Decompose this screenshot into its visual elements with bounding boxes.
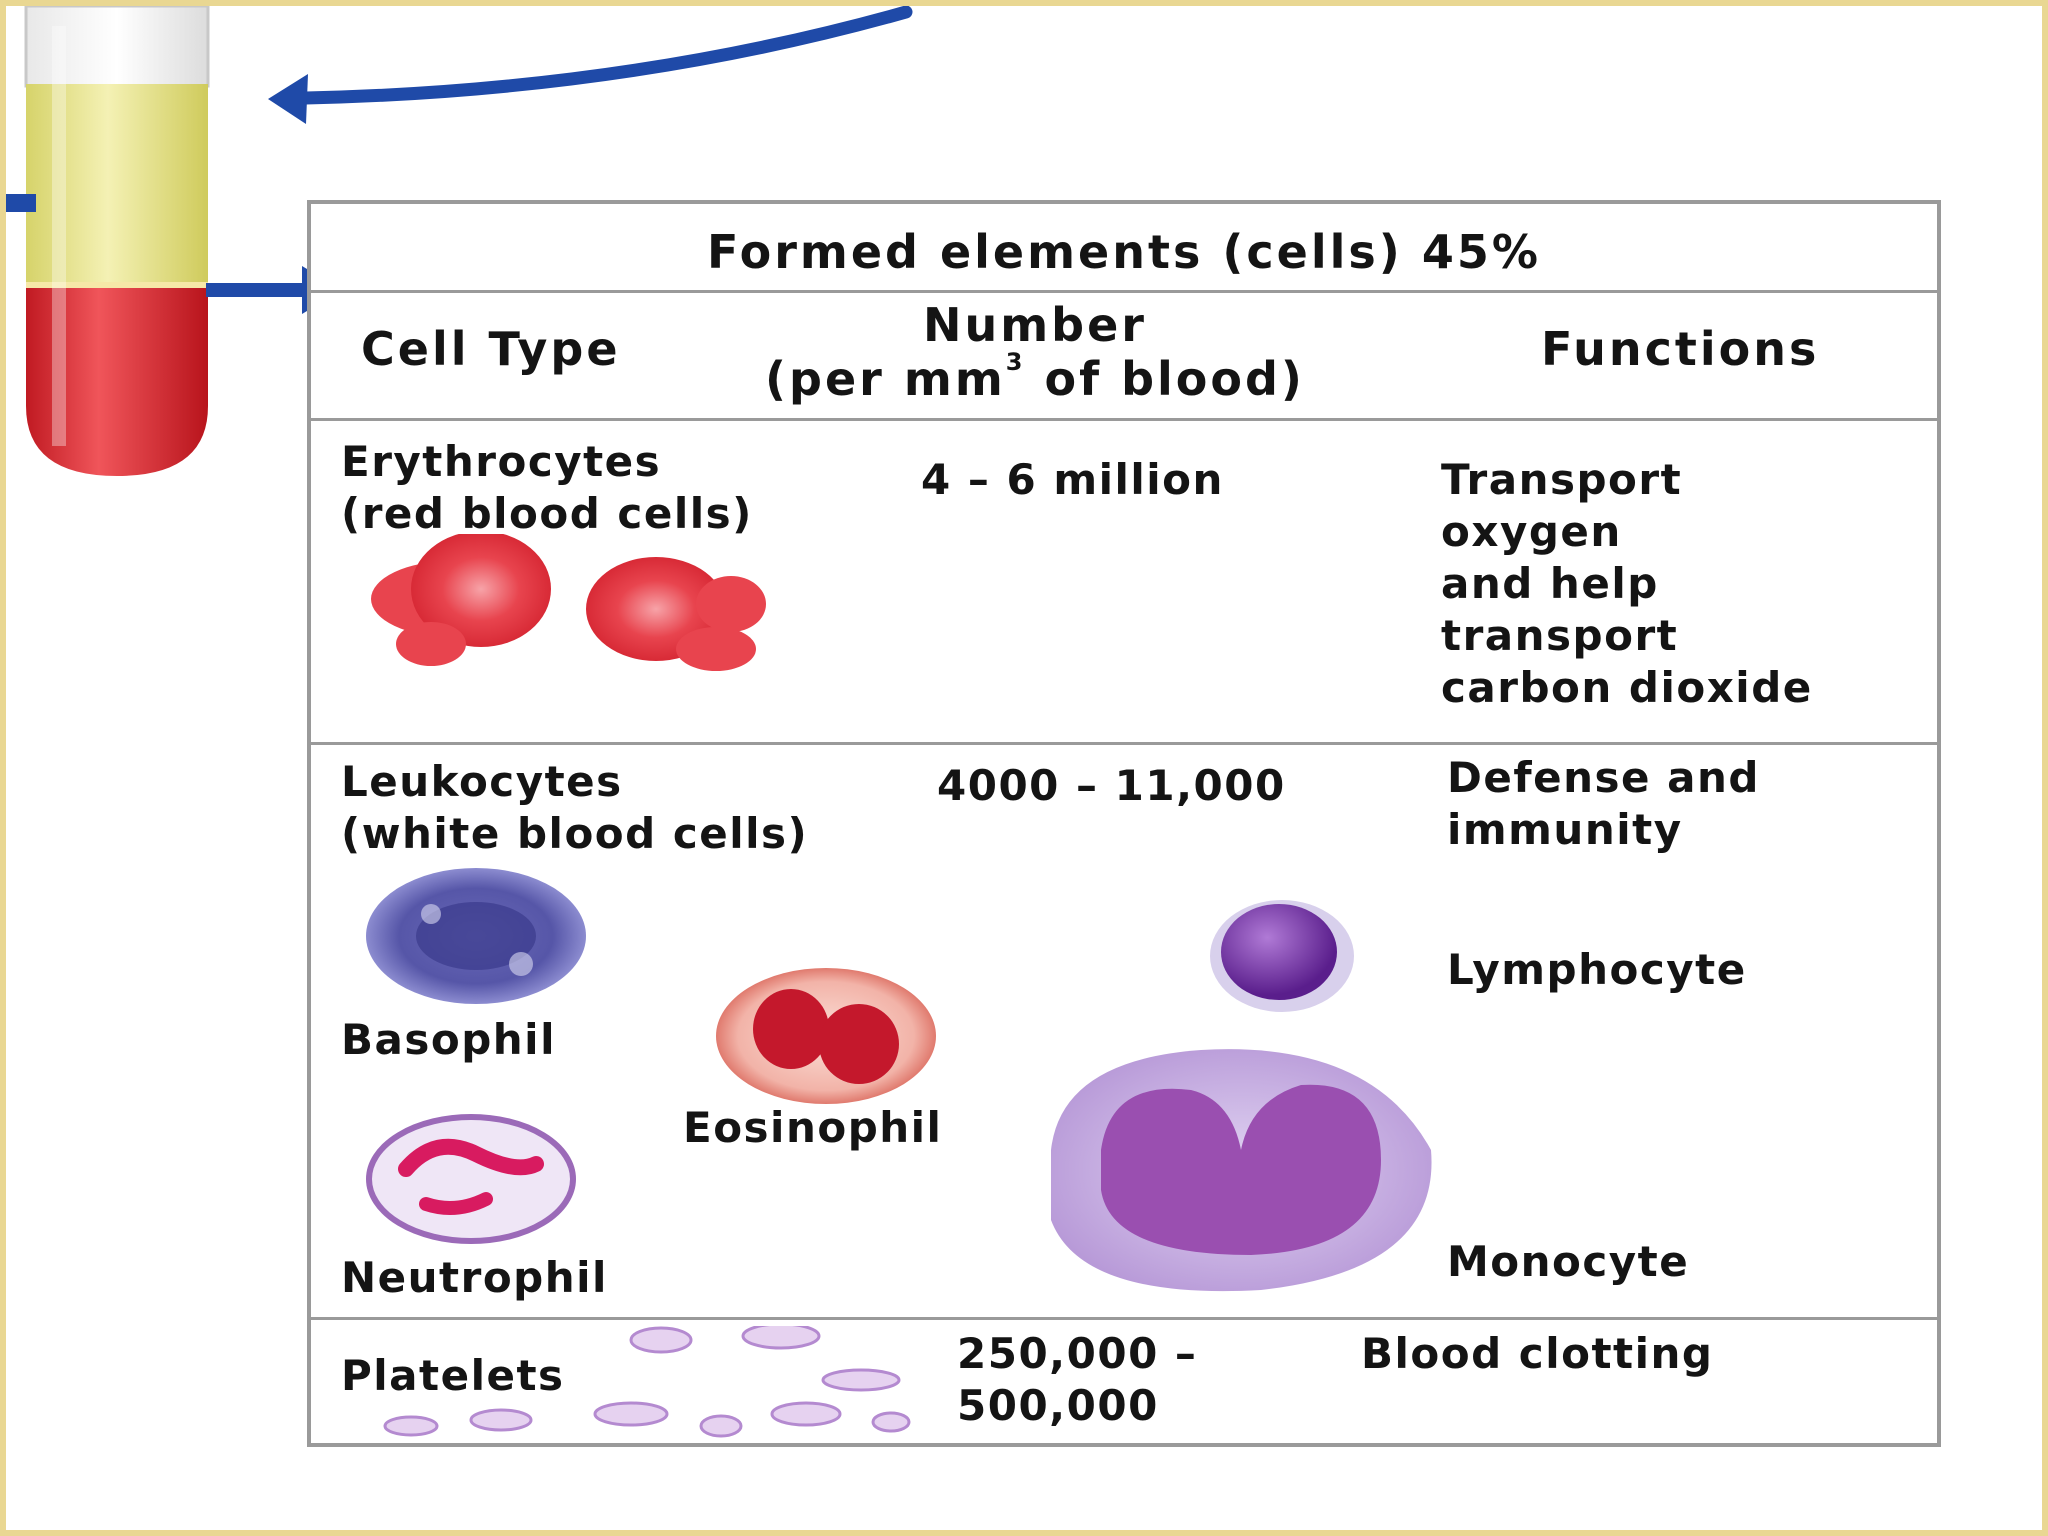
- neutrophil-label: Neutrophil: [341, 1253, 608, 1302]
- eosinophil-illustration: [716, 968, 936, 1104]
- erythrocytes-name: Erythrocytes (red blood cells): [341, 437, 753, 538]
- test-tube: [24, 6, 210, 476]
- erythrocytes-number: 4 – 6 million: [921, 455, 1224, 504]
- neutrophil-illustration: [366, 1114, 576, 1244]
- number-header-line1: Number: [923, 298, 1147, 352]
- plasma-layer: [26, 84, 208, 284]
- slide: Formed elements (cells) 45% Cell Type Nu…: [6, 6, 2042, 1530]
- monocyte-label: Monocyte: [1447, 1237, 1690, 1286]
- red-blood-cells-illustration: [371, 534, 766, 671]
- leukocytes-function: Defense and immunity: [1447, 753, 1760, 854]
- number-header-line2: (per mm3 of blood): [765, 348, 1305, 406]
- blood-cell-layer: [26, 284, 208, 476]
- lymphocyte-label: Lymphocyte: [1447, 945, 1747, 994]
- eosinophil-label: Eosinophil: [683, 1103, 943, 1152]
- platelets-name: Platelets: [341, 1351, 565, 1400]
- table-title: Formed elements (cells) 45%: [707, 225, 1541, 279]
- basophil-label: Basophil: [341, 1015, 556, 1064]
- arrow-to-plasma: [268, 6, 913, 124]
- divider: [311, 1317, 1937, 1320]
- divider: [311, 290, 1937, 293]
- monocyte-illustration: [1051, 1049, 1432, 1292]
- leukocytes-number: 4000 – 11,000: [937, 761, 1286, 810]
- platelets-function: Blood clotting: [1361, 1329, 1714, 1378]
- divider: [311, 742, 1937, 745]
- column-header-functions: Functions: [1541, 322, 1820, 376]
- lymphocyte-illustration: [1210, 900, 1354, 1012]
- blood-tube-illustration: [6, 6, 913, 476]
- column-header-number: Number (per mm3 of blood): [735, 298, 1335, 406]
- basophil-illustration: [366, 868, 586, 1004]
- platelets-number: 250,000 – 500,000: [957, 1329, 1198, 1430]
- left-arrow-fragment: [6, 194, 36, 212]
- erythrocytes-function: Transport oxygen and help transport carb…: [1441, 455, 1813, 712]
- formed-elements-table: Formed elements (cells) 45% Cell Type Nu…: [307, 200, 1941, 1447]
- platelets-illustration: [383, 1326, 911, 1438]
- column-header-cell-type: Cell Type: [361, 322, 621, 376]
- divider: [311, 418, 1937, 421]
- leukocytes-name: Leukocytes (white blood cells): [341, 757, 809, 858]
